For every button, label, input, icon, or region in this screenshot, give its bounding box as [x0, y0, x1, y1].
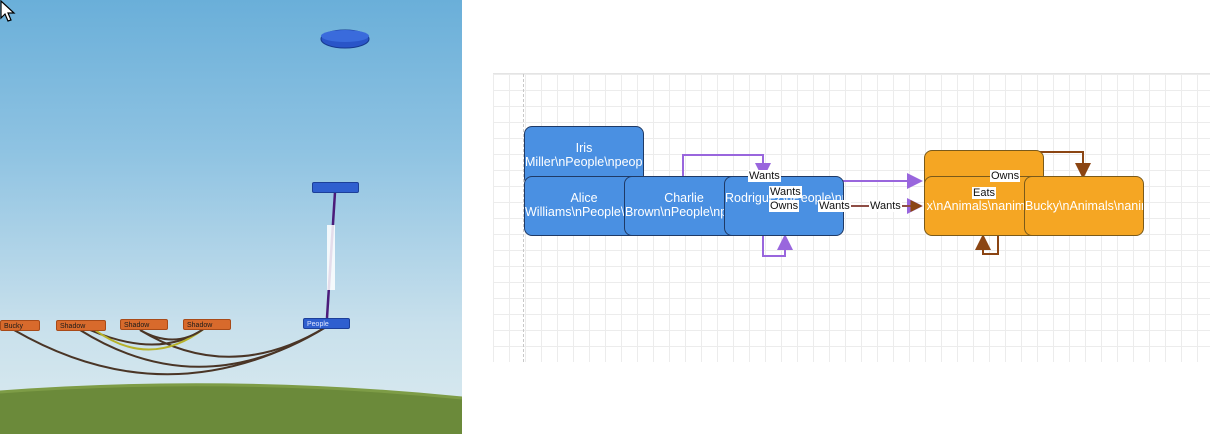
node-alice-detail: Williams\nPeople\npeople — [525, 205, 643, 219]
top-blue-node[interactable] — [312, 182, 359, 193]
edge-wants-lower-loop[interactable] — [762, 234, 793, 257]
node-charlie-detail: Brown\nPeople\npeople — [625, 205, 743, 219]
ground-plane — [0, 384, 462, 434]
canvas-guide-line — [523, 74, 524, 362]
ground-node-shadow-1[interactable]: Shadow — [56, 320, 106, 331]
ground-horizon — [0, 383, 462, 400]
viewport-edge — [139, 326, 327, 358]
node-bucky-detail: Bucky\nAnimals\nanimals — [1025, 199, 1143, 213]
node-alice-name: Alice — [570, 191, 598, 205]
ground-node-label: Bucky — [4, 323, 24, 330]
mouse-cursor-icon — [0, 0, 16, 22]
edge-label-eats[interactable]: Eats — [972, 187, 997, 199]
edge-label-wants[interactable]: Wants — [818, 200, 851, 212]
node-iris-detail: Miller\nPeople\npeople0 — [525, 155, 643, 169]
edge-label-owns[interactable]: Owns — [990, 170, 1021, 182]
edge-label-wants[interactable]: Wants — [869, 200, 902, 212]
edge-label-wants[interactable]: Wants — [769, 186, 802, 198]
edge-label-wants[interactable]: Wants — [748, 170, 781, 182]
ground-node-label: Shadow — [124, 322, 150, 329]
node-charlie-name: Charlie — [664, 191, 704, 205]
viewport-edge — [79, 326, 327, 368]
viewport-edge-label — [327, 225, 335, 290]
person-node[interactable]: People — [303, 318, 350, 329]
viewport-scene — [0, 29, 462, 434]
person-node-label: People — [307, 321, 329, 328]
node-iris-name: Iris — [575, 141, 593, 155]
ground-node-shadow-2[interactable]: Shadow — [120, 319, 168, 330]
node-rodriguez-detail: Rodriguez\nPeople\npeople — [725, 191, 843, 205]
node-bucky[interactable]: Bucky\nAnimals\nanimals — [1024, 176, 1144, 236]
edge-label-owns[interactable]: Owns — [769, 200, 800, 212]
diagram-canvas[interactable]: Iris Miller\nPeople\npeople0 Alice Willi… — [493, 73, 1210, 362]
ground-node-bucky[interactable]: Bucky — [0, 320, 40, 331]
floating-node-top — [321, 30, 369, 42]
viewport-edge — [139, 327, 206, 341]
ground-node-shadow-3[interactable]: Shadow — [183, 319, 231, 330]
ground-node-label: Shadow — [187, 322, 213, 329]
ground-node-label: Shadow — [60, 323, 86, 330]
node-animal-front-detail: x\nAnimals\nanimals — [926, 199, 1042, 213]
3d-viewport[interactable]: People Bucky Shadow Shadow Shadow — [0, 0, 462, 434]
edge-owns-lower[interactable] — [975, 234, 999, 255]
